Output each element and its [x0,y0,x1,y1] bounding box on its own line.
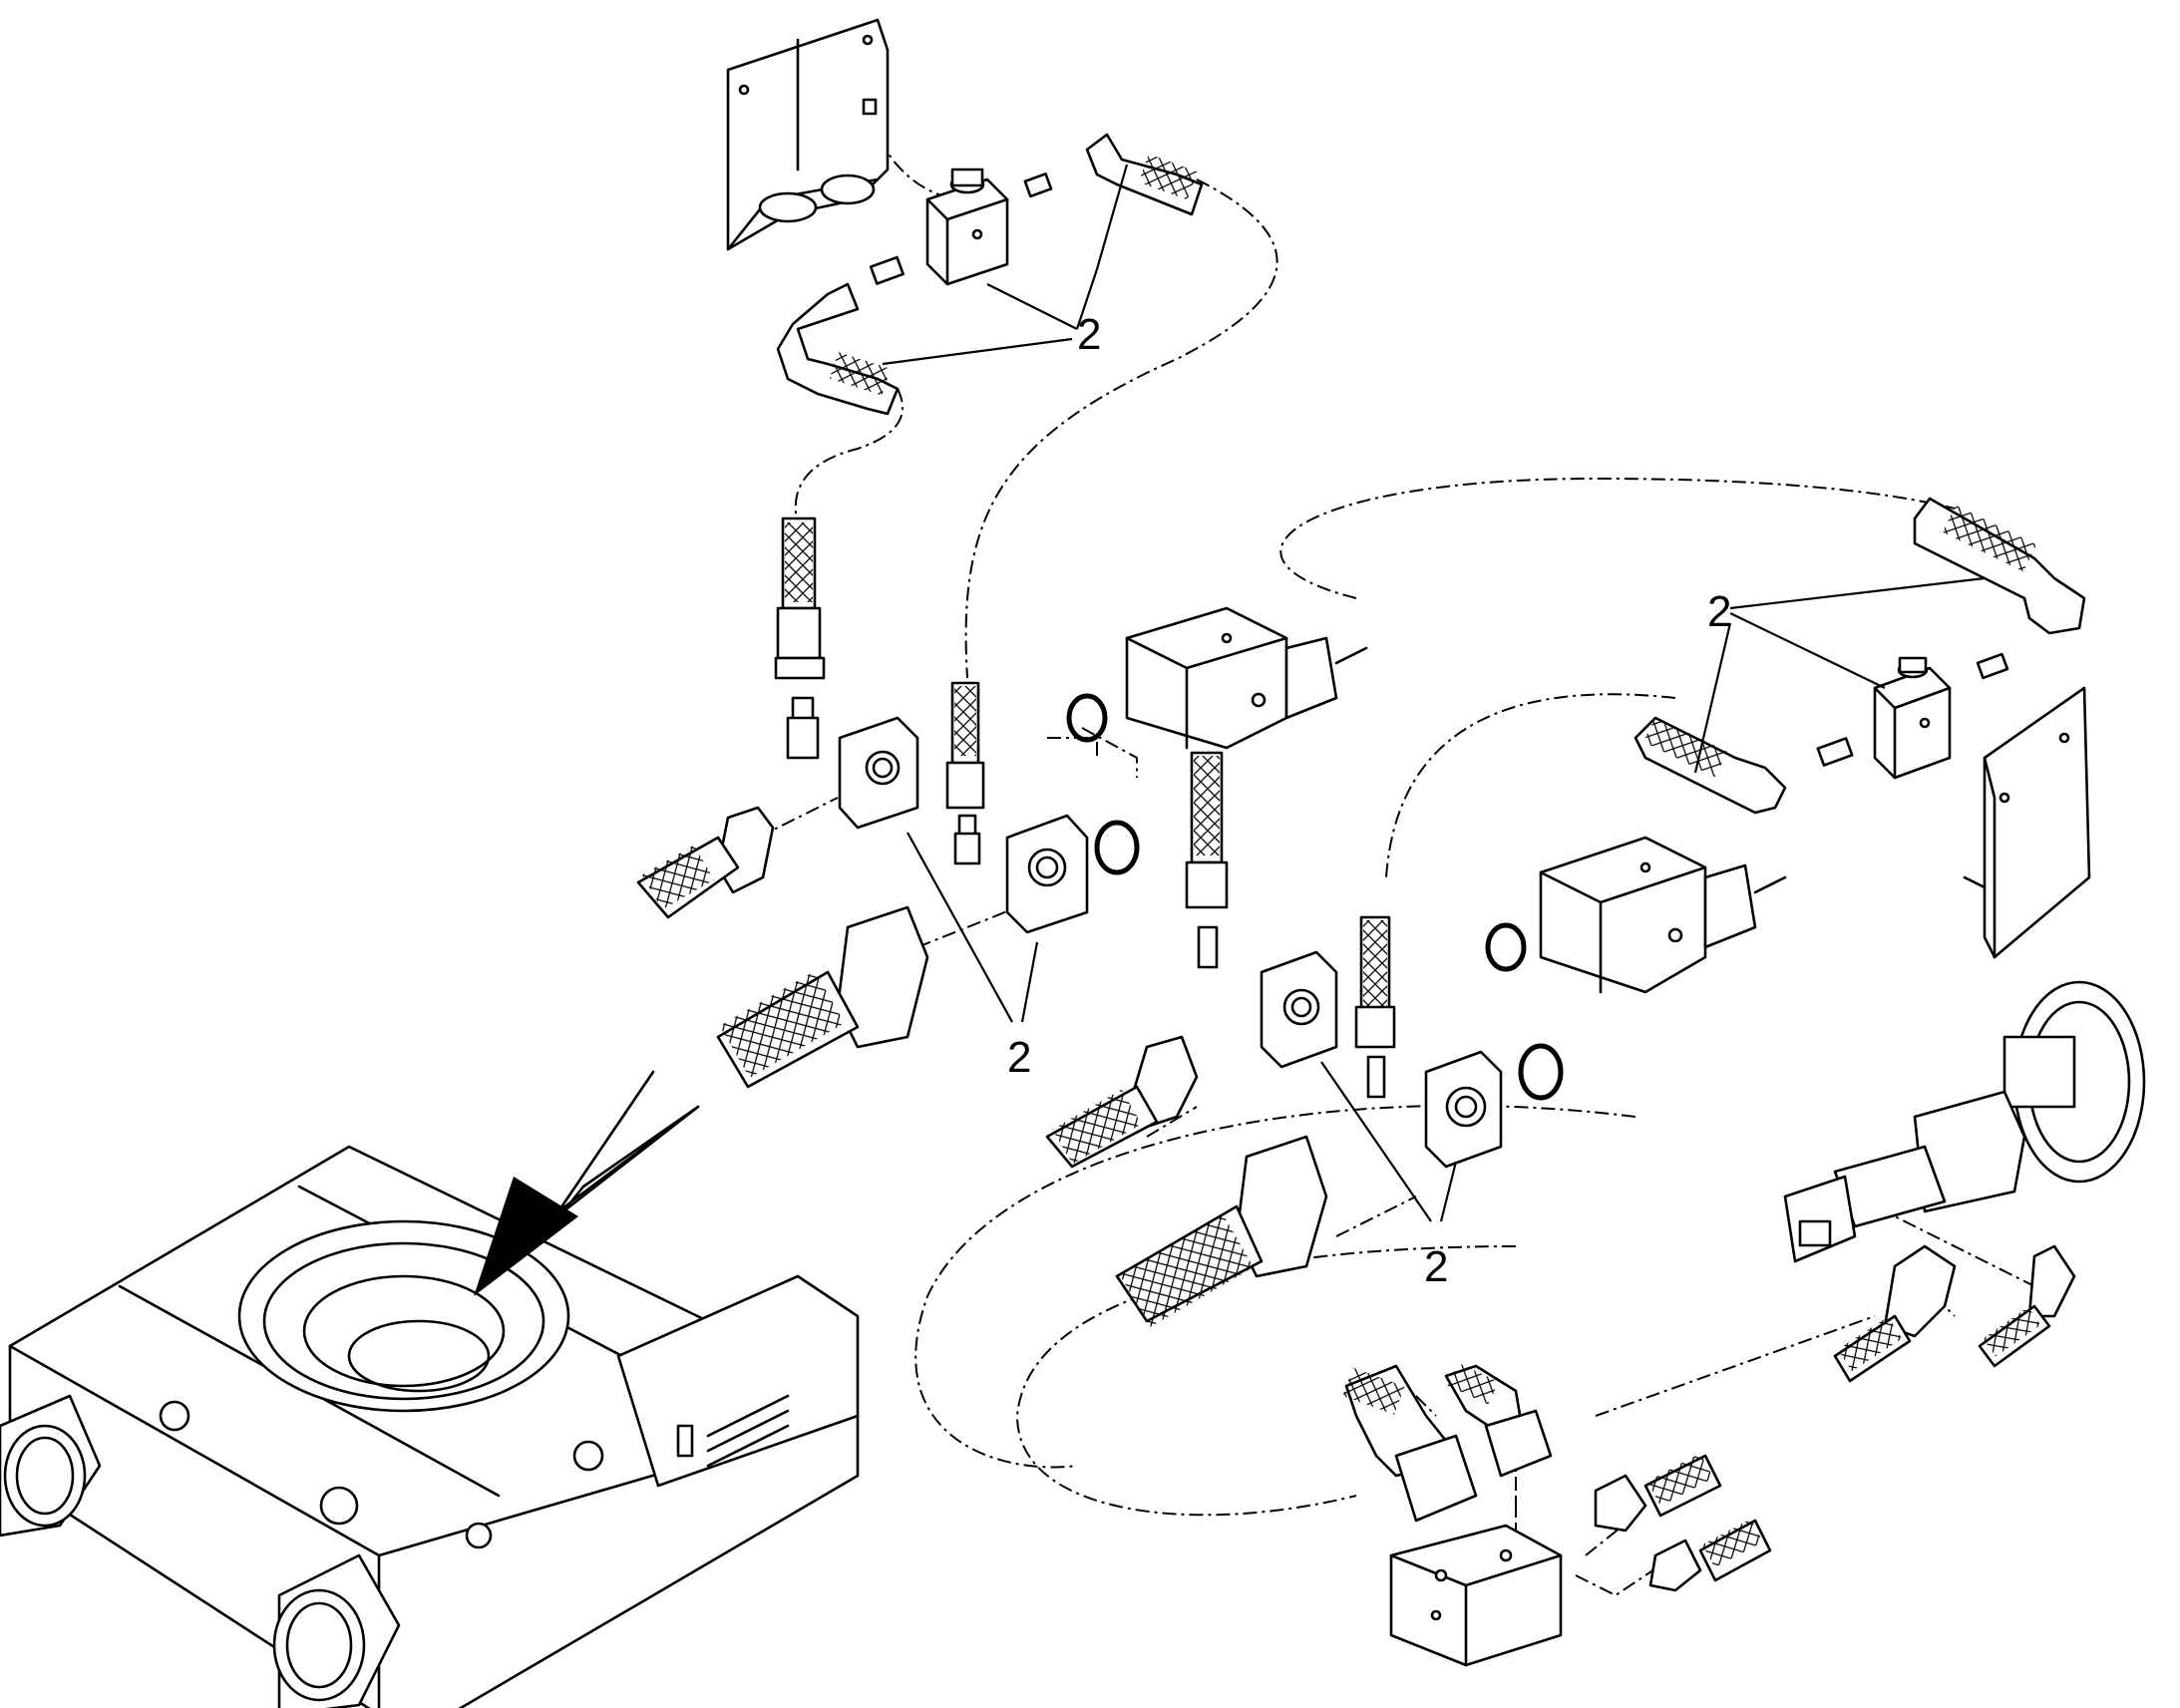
mounting-bracket-right [1963,686,2091,959]
o-ring-4 [1518,1043,1564,1101]
callout-labels: 2 2 2 2 [1007,310,1731,1291]
hose-assembly-top [776,133,1204,416]
detail-pointer-arrow [474,1070,700,1296]
valve-block-top [925,168,1009,286]
flange-fitting-2 [716,905,929,1089]
elbow-fitting-lower-2 [1444,1362,1553,1478]
hose-vertical-center-right [1354,915,1396,1099]
flange-block-1 [838,716,919,830]
flange-block-2 [1005,814,1089,934]
o-ring-2 [1094,820,1140,875]
hose-lower-right-1 [1833,1244,1957,1383]
hose-vertical-center [1185,751,1229,969]
hose-lower-right-3 [1594,1453,1722,1533]
callout-2-middle-left: 2 [1007,1033,1031,1082]
flange-block-3 [1260,950,1338,1069]
valve-body-2 [1539,836,1787,994]
flange-fitting-3 [1045,1035,1199,1169]
hose-lower-right-2 [1978,1244,2076,1368]
travel-motor [1783,980,2146,1263]
leader-lines [882,164,1986,1222]
callout-2-right: 2 [1707,587,1731,636]
callout-2-top: 2 [1077,310,1101,359]
flange-fitting-1 [636,806,775,919]
o-ring-3 [1485,922,1527,972]
hose-vertical-left [774,516,826,760]
flange-fitting-4 [1115,1135,1328,1327]
manifold-block-lower [1389,1524,1563,1667]
callout-2-middle-right: 2 [1424,1242,1448,1291]
mounting-bracket-top [726,18,890,251]
o-ring-1 [1066,693,1108,743]
valve-body-1 [1125,606,1368,750]
hose-lower-right-4 [1648,1519,1772,1592]
flange-block-4 [1424,1050,1503,1169]
hose-vertical-mid [945,681,985,865]
valve-block-right [1816,652,2009,780]
undercarriage-frame [0,1145,860,1708]
hose-assembly-right-top [1634,497,2086,815]
elbow-fitting-lower-1 [1342,1364,1478,1523]
